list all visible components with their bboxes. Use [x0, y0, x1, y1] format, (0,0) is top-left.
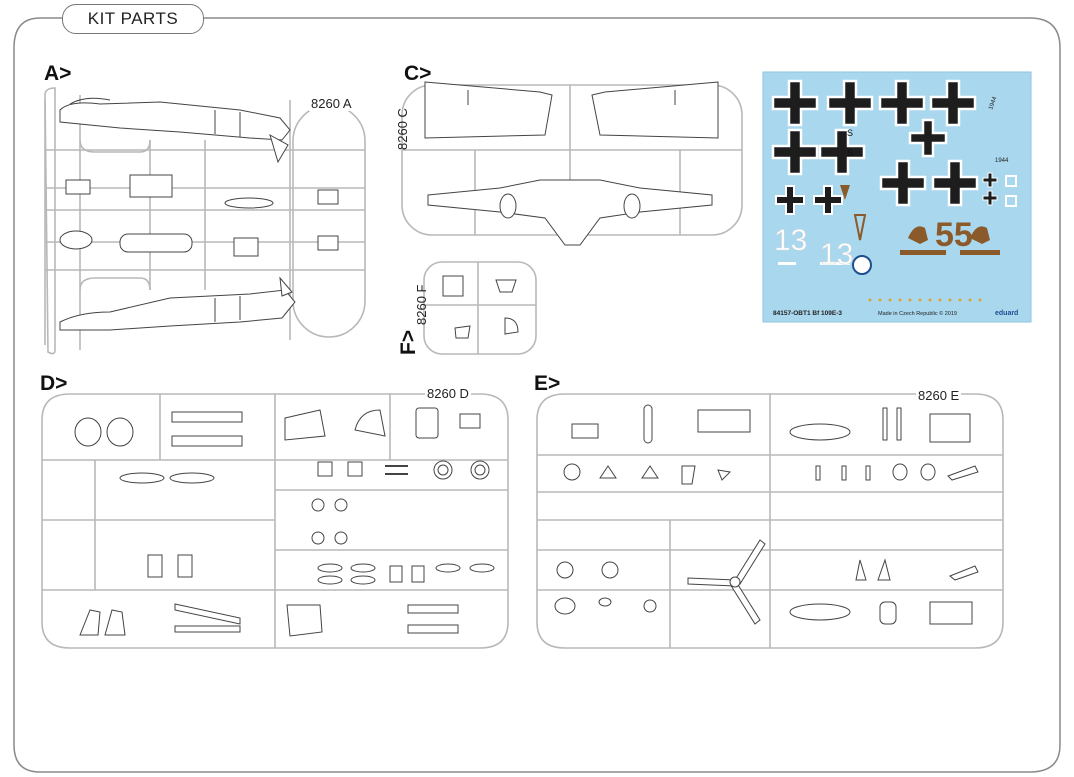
sprue-letter-d: D> — [40, 372, 68, 395]
decal-number-13-a: 13 — [774, 224, 807, 257]
sprue-d — [41, 393, 509, 649]
sprue-code-f: 8260 F — [414, 284, 429, 325]
decal-s-a: S — [847, 128, 853, 138]
decal-s-b: S — [847, 148, 853, 158]
wing-lower — [427, 179, 713, 246]
decal-swastika-outlines — [1005, 175, 1017, 207]
propeller — [687, 539, 766, 625]
decal-crosses — [771, 79, 998, 215]
wing-upper-left — [424, 81, 553, 139]
decal-year-a: 1944 — [988, 95, 998, 110]
decal-ibex-emblems — [840, 185, 990, 244]
decal-number-13-b: 13 — [820, 238, 853, 271]
sprue-code-d: 8260 D — [425, 386, 471, 401]
sprue-letter-e: E> — [534, 372, 561, 395]
sprue-d-parts — [74, 407, 495, 637]
sprue-e-parts — [554, 404, 979, 625]
sprue-a — [44, 87, 366, 355]
fuselage-half-bottom — [59, 276, 296, 331]
sprue-e — [536, 393, 1004, 649]
decal-tiny-dots — [868, 298, 982, 302]
sprue-f-parts — [442, 275, 519, 339]
sprue-letter-a: A> — [44, 62, 72, 85]
sprue-f — [423, 261, 537, 355]
sprue-letter-c: C> — [404, 62, 432, 85]
sprue-code-e: 8260 E — [916, 388, 962, 403]
sprue-code-c: 8260 C — [395, 108, 410, 150]
wing-upper-right — [591, 81, 719, 139]
decal-footer-brand: eduard — [995, 310, 1018, 317]
fuselage-half-top — [59, 97, 291, 164]
decal-footer-code: 84157-OBT1 Bf 109E-3 — [773, 310, 842, 317]
decal-stripes — [778, 250, 1000, 275]
decal-letters-55: 55 — [935, 216, 973, 254]
decal-footer-made: Made in Czech Republic © 2019 — [878, 310, 957, 317]
sprue-a-small-parts — [59, 174, 339, 257]
sprue-letter-f: F> — [397, 329, 420, 355]
sprue-code-a: 8260 A — [309, 96, 354, 111]
decal-year-b: 1944 — [995, 158, 1009, 164]
page-title: KIT PARTS — [62, 4, 204, 34]
